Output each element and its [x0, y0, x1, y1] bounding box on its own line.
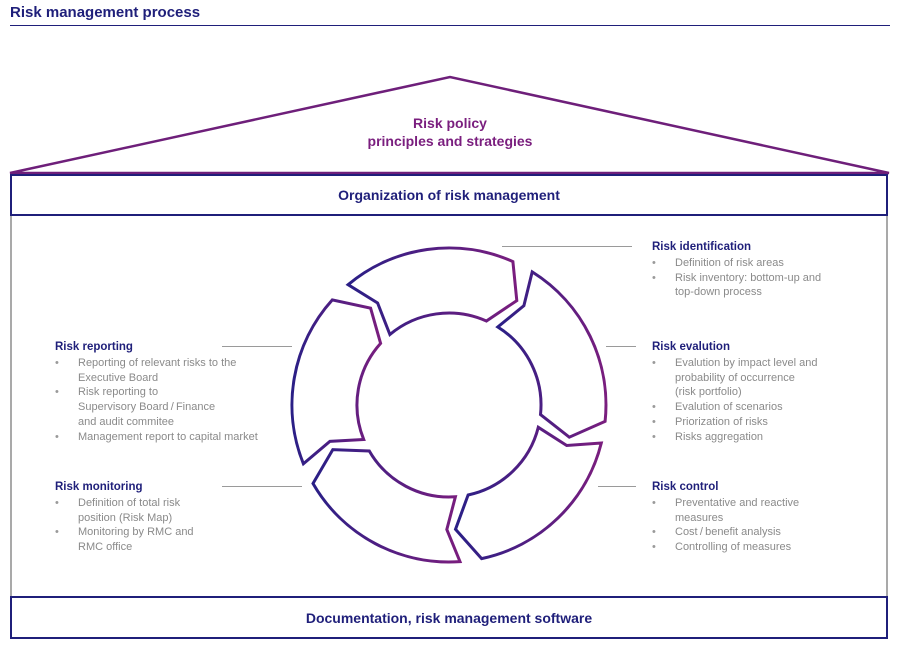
organization-band: Organization of risk management: [10, 174, 888, 216]
block-title: Risk control: [652, 481, 719, 493]
cycle-arrow-control: [453, 424, 604, 561]
list-item: Evalution of scenarios: [652, 400, 882, 415]
leader-line-evalution: [606, 346, 636, 347]
cycle-arrow-evalution: [495, 269, 608, 439]
roof-title-line1: Risk policy: [413, 115, 487, 131]
list-item: Preventative and reactive measures: [652, 496, 882, 526]
risk-monitoring-block: Risk monitoring Definition of total risk…: [55, 480, 255, 555]
list-item: Reporting of relevant risks to the Execu…: [55, 356, 290, 386]
list-item: Risk reporting to Supervisory Board / Fi…: [55, 385, 290, 429]
block-title: Risk evalution: [652, 341, 730, 353]
leader-line-reporting: [222, 346, 292, 347]
risk-control-block: Risk control Preventative and reactive m…: [652, 480, 882, 555]
leader-line-identification: [502, 246, 632, 247]
list-item: Monitoring by RMC and RMC office: [55, 525, 255, 555]
block-title: Risk monitoring: [55, 481, 143, 493]
risk-identification-block: Risk identification Definition of risk a…: [652, 240, 882, 300]
list-item: Controlling of measures: [652, 540, 882, 555]
documentation-band: Documentation, risk management software: [10, 596, 888, 639]
block-title: Risk identification: [652, 241, 752, 253]
title-divider: [10, 25, 890, 26]
page-title: Risk management process: [10, 4, 201, 21]
block-title: Risk reporting: [55, 341, 133, 353]
list-item: Management report to capital market: [55, 430, 290, 445]
roof-title-line2: principles and strategies: [367, 133, 533, 149]
leader-line-monitoring: [222, 486, 302, 487]
left-wall: [10, 216, 12, 596]
cycle-arrow-identification: [345, 246, 519, 337]
list-item: Definition of risk areas: [652, 256, 882, 271]
list-item: Evalution by impact level and probabilit…: [652, 356, 882, 400]
list-item: Risk inventory: bottom-up and top-down p…: [652, 271, 882, 301]
list-item: Priorization of risks: [652, 415, 882, 430]
leader-line-control: [598, 486, 636, 487]
list-item: Risks aggregation: [652, 430, 882, 445]
list-item: Cost / benefit analysis: [652, 525, 882, 540]
right-wall: [886, 216, 888, 596]
risk-reporting-block: Risk reporting Reporting of relevant ris…: [55, 340, 290, 445]
cycle-arrow-reporting: [290, 298, 383, 467]
risk-evalution-block: Risk evalution Evalution by impact level…: [652, 340, 882, 445]
cycle-arrow-monitoring: [311, 448, 463, 564]
list-item: Definition of total risk position (Risk …: [55, 496, 255, 526]
process-cycle: [290, 246, 608, 564]
roof-outline: [9, 75, 890, 175]
